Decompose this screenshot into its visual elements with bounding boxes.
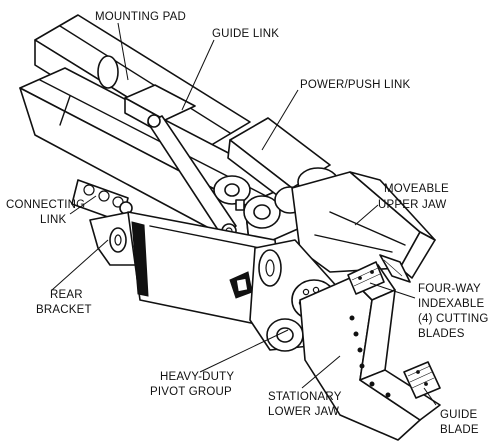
label-pivot-group-line2: PIVOT GROUP xyxy=(150,386,232,398)
leader-moveable-upper-jaw xyxy=(354,204,379,226)
label-rear-bracket-line2: BRACKET xyxy=(36,304,92,316)
cutting-blades-shape xyxy=(347,254,411,295)
label-moveable-upper-jaw-line1: MOVEABLE xyxy=(384,183,449,195)
leader-lines xyxy=(51,22,437,406)
guide-link-shape xyxy=(147,114,237,239)
leader-stationary-lower-jaw xyxy=(301,355,341,389)
connecting-link-shape xyxy=(71,179,133,223)
lower-body-shape xyxy=(127,211,286,331)
label-stationary-lower-jaw-line1: STATIONARY xyxy=(268,391,342,403)
leader-pivot-group xyxy=(199,329,289,373)
labels: MOUNTING PAD GUIDE LINK POWER/PUSH LINK … xyxy=(6,11,489,436)
leader-power-push-link xyxy=(261,89,299,151)
label-mounting-pad: MOUNTING PAD xyxy=(95,11,186,23)
leader-mounting-pad xyxy=(117,22,129,81)
label-connecting-link-line1: CONNECTING xyxy=(6,199,85,211)
label-cutting-blades-line4: BLADES xyxy=(418,328,465,340)
label-guide-blade-line2: BLADE xyxy=(440,424,479,436)
rear-bracket-shape xyxy=(89,211,139,266)
label-guide-link: GUIDE LINK xyxy=(212,28,279,40)
label-cutting-blades-line1: FOUR-WAY xyxy=(418,283,481,295)
label-cutting-blades-line2: INDEXABLE xyxy=(418,298,484,310)
leader-rear-bracket xyxy=(51,239,109,291)
label-guide-blade-line1: GUIDE xyxy=(440,409,478,421)
label-power-push-link: POWER/PUSH LINK xyxy=(300,79,410,91)
label-connecting-link-line2: LINK xyxy=(40,214,66,226)
leader-guide-blade xyxy=(423,387,437,406)
label-pivot-group-line1: HEAVY-DUTY xyxy=(160,371,234,383)
label-rear-bracket-line1: REAR xyxy=(50,289,83,301)
leader-cutting-blades xyxy=(369,282,416,299)
leader-connecting-link xyxy=(69,195,97,215)
leader-guide-link xyxy=(181,39,215,111)
guide-blade-shape xyxy=(403,361,441,399)
label-stationary-lower-jaw-line2: LOWER JAW xyxy=(268,406,339,418)
label-moveable-upper-jaw-line2: UPPER JAW xyxy=(378,199,446,211)
moveable-upper-jaw-shape xyxy=(291,171,436,279)
label-cutting-blades-line3: (4) CUTTING xyxy=(418,313,489,325)
